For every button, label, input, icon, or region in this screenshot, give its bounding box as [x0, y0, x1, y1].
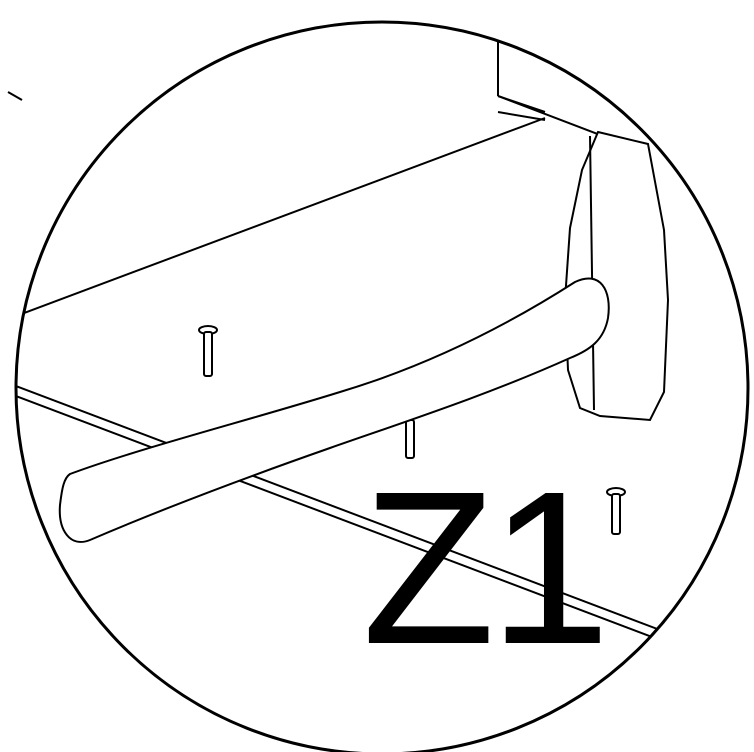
part-label: Z1 [362, 460, 604, 678]
upper-board [0, 96, 545, 322]
nail [199, 326, 217, 376]
leader-mark [8, 92, 22, 100]
hammer-head [565, 132, 668, 420]
nail [607, 488, 625, 534]
